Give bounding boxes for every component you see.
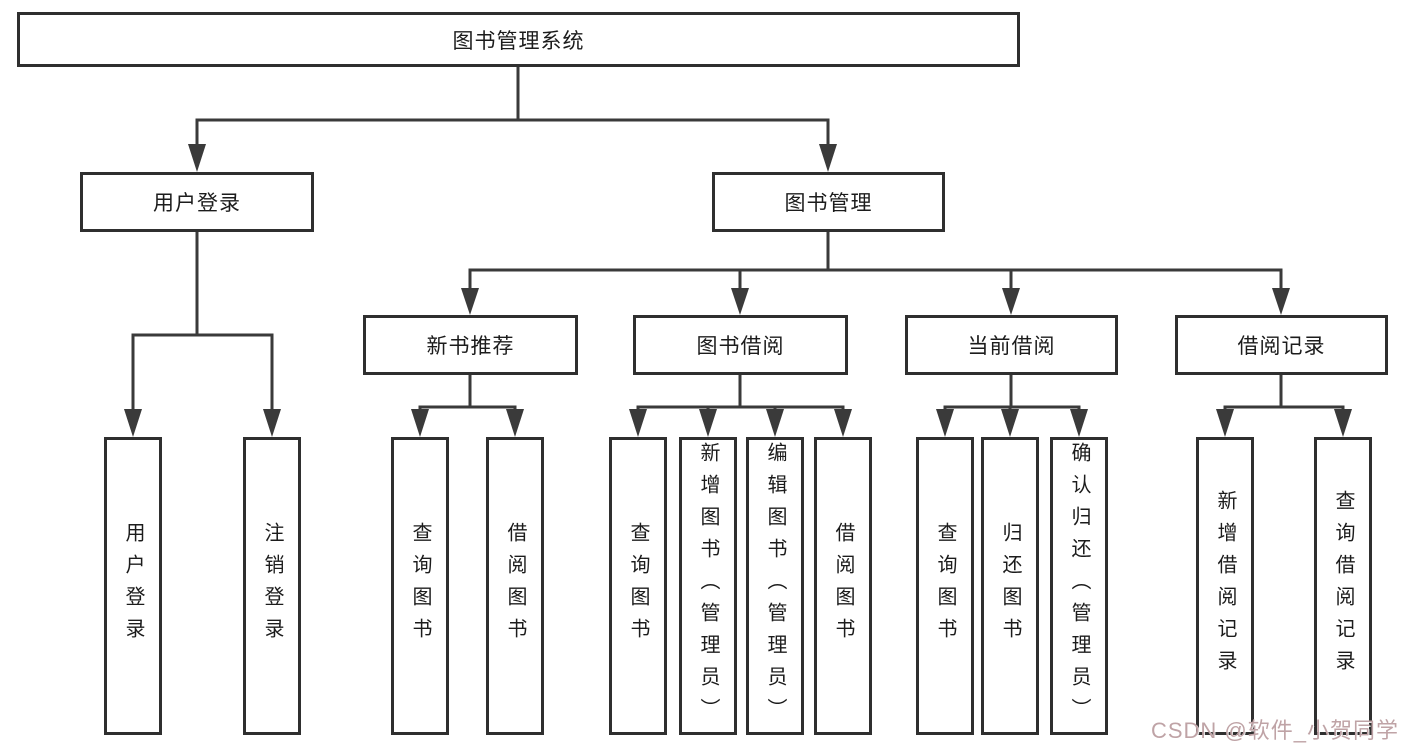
node-current-borrow: 当前借阅 — [905, 315, 1118, 375]
leaf-cb-return-books-label: 归还图书 — [999, 522, 1021, 650]
leaf-logout-label: 注销登录 — [261, 522, 283, 650]
leaf-bb-edit-books-label: 编辑图书（管理员） — [764, 442, 786, 730]
leaf-nb-query-books: 查询图书 — [391, 437, 449, 735]
leaf-nb-borrow-books-label: 借阅图书 — [504, 522, 526, 650]
leaf-bb-query-books-label: 查询图书 — [627, 522, 649, 650]
leaf-bb-query-books: 查询图书 — [609, 437, 667, 735]
node-root: 图书管理系统 — [17, 12, 1020, 67]
leaf-cb-query-books: 查询图书 — [916, 437, 974, 735]
leaf-bb-add-books: 新增图书（管理员） — [679, 437, 737, 735]
leaf-user-login: 用户登录 — [104, 437, 162, 735]
leaf-br-query-record-label: 查询借阅记录 — [1332, 490, 1354, 682]
leaf-cb-confirm-return: 确认归还（管理员） — [1050, 437, 1108, 735]
leaf-bb-add-books-label: 新增图书（管理员） — [697, 442, 719, 730]
leaf-nb-borrow-books: 借阅图书 — [486, 437, 544, 735]
node-borrow-records-label: 借阅记录 — [1237, 335, 1326, 358]
leaf-bb-edit-books: 编辑图书（管理员） — [746, 437, 804, 735]
leaf-cb-return-books: 归还图书 — [981, 437, 1039, 735]
node-borrow-records: 借阅记录 — [1175, 315, 1388, 375]
node-new-book-recommend-label: 新书推荐 — [426, 335, 515, 358]
node-current-borrow-label: 当前借阅 — [967, 335, 1056, 358]
node-user-login-label: 用户登录 — [153, 192, 241, 215]
node-book-borrow-label: 图书借阅 — [696, 335, 785, 358]
node-book-management: 图书管理 — [712, 172, 945, 232]
node-new-book-recommend: 新书推荐 — [363, 315, 578, 375]
leaf-br-query-record: 查询借阅记录 — [1314, 437, 1372, 735]
node-user-login: 用户登录 — [80, 172, 314, 232]
leaf-user-login-label: 用户登录 — [122, 522, 144, 650]
leaf-br-add-record: 新增借阅记录 — [1196, 437, 1254, 735]
leaf-bb-borrow-books: 借阅图书 — [814, 437, 872, 735]
leaf-bb-borrow-books-label: 借阅图书 — [832, 522, 854, 650]
leaf-logout: 注销登录 — [243, 437, 301, 735]
leaf-br-add-record-label: 新增借阅记录 — [1214, 490, 1236, 682]
node-book-management-label: 图书管理 — [784, 192, 873, 215]
node-root-label: 图书管理系统 — [452, 29, 585, 53]
leaf-nb-query-books-label: 查询图书 — [409, 522, 431, 650]
watermark: CSDN @软件_小贺同学 — [1150, 718, 1399, 743]
leaf-cb-confirm-return-label: 确认归还（管理员） — [1068, 442, 1090, 730]
leaf-cb-query-books-label: 查询图书 — [934, 522, 956, 650]
node-book-borrow: 图书借阅 — [633, 315, 848, 375]
